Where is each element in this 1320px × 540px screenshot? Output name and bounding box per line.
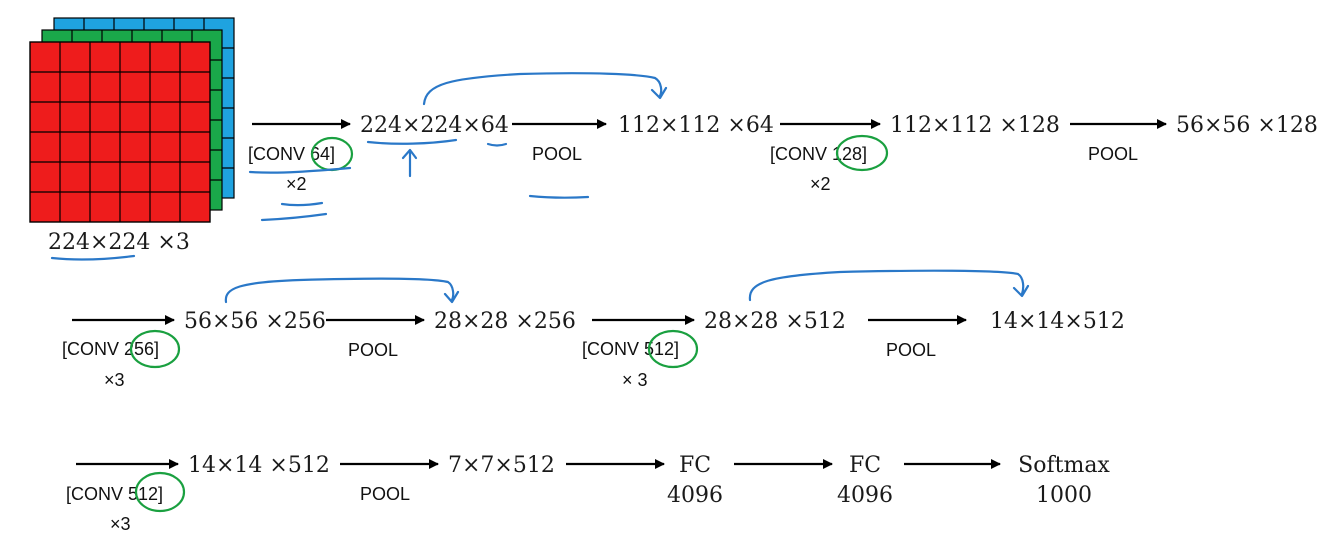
- row1-output-1-uparrow: [401, 148, 418, 178]
- row1-output-4: 56×56 ×128: [1176, 113, 1318, 138]
- row1-output-1-underline: [366, 138, 458, 145]
- row-1: [CONV 64] ×2 224×224×64 POOL 112×112 ×64…: [248, 72, 1318, 222]
- pool5-label: POOL: [360, 484, 410, 504]
- conv3-filter-circle: [129, 329, 181, 369]
- conv4-label: [CONV 512]: [582, 339, 679, 359]
- conv2-repeat: ×2: [810, 174, 831, 194]
- conv3-repeat: ×3: [104, 370, 125, 390]
- row1-output-1-dash: [486, 142, 508, 147]
- conv4-repeat: × 3: [622, 370, 648, 390]
- conv4-filter-circle: [647, 329, 699, 369]
- softmax-label: Softmax: [1018, 453, 1110, 478]
- fc2-units: 4096: [837, 483, 893, 508]
- row2-skip-annotation-1: [224, 277, 460, 304]
- conv2-filter-circle: [835, 134, 889, 172]
- row-2: [CONV 256] ×3 56×56 ×256 POOL 28×28 ×256…: [62, 269, 1125, 390]
- conv5-repeat: ×3: [110, 514, 131, 534]
- pool4-label: POOL: [886, 340, 936, 360]
- conv1-underline-1: [248, 166, 352, 174]
- conv1-underline-3: [260, 212, 328, 222]
- row-3: [CONV 512] ×3 14×14 ×512 POOL 7×7×512 FC…: [66, 453, 1110, 534]
- conv1-underline-2: [280, 201, 324, 207]
- input-dimension-label: 224×224 ×3: [48, 230, 190, 255]
- conv2-label: [CONV 128]: [770, 144, 867, 164]
- conv1-label: [CONV 64]: [248, 144, 335, 164]
- conv1-repeat: ×2: [286, 174, 307, 194]
- fc1-units: 4096: [667, 483, 723, 508]
- row1-output-2: 112×112 ×64: [618, 113, 774, 138]
- pool1-underline: [528, 194, 590, 199]
- row1-skip-annotation: [422, 72, 668, 106]
- input-layer-red-grid: [30, 42, 210, 222]
- fc1-label: FC: [679, 453, 711, 478]
- conv5-label: [CONV 512]: [66, 484, 163, 504]
- row1-output-1: 224×224×64: [360, 113, 509, 138]
- pool2-label: POOL: [1088, 144, 1138, 164]
- pool1-label: POOL: [532, 144, 582, 164]
- input-volume: 224×224 ×3: [29, 17, 235, 261]
- row1-output-3: 112×112 ×128: [890, 113, 1060, 138]
- softmax-units: 1000: [1036, 483, 1092, 508]
- row3-output-2: 7×7×512: [448, 453, 555, 478]
- row2-output-3: 28×28 ×512: [704, 309, 846, 334]
- pool3-label: POOL: [348, 340, 398, 360]
- row2-output-1: 56×56 ×256: [184, 309, 326, 334]
- input-label-underline: [50, 254, 136, 261]
- row2-skip-annotation-2: [748, 269, 1030, 302]
- row3-output-1: 14×14 ×512: [188, 453, 330, 478]
- input-layer-red: [29, 41, 211, 223]
- row2-output-4: 14×14×512: [990, 309, 1125, 334]
- conv5-filter-circle: [134, 471, 186, 513]
- row2-output-2: 28×28 ×256: [434, 309, 576, 334]
- fc2-label: FC: [849, 453, 881, 478]
- conv3-label: [CONV 256]: [62, 339, 159, 359]
